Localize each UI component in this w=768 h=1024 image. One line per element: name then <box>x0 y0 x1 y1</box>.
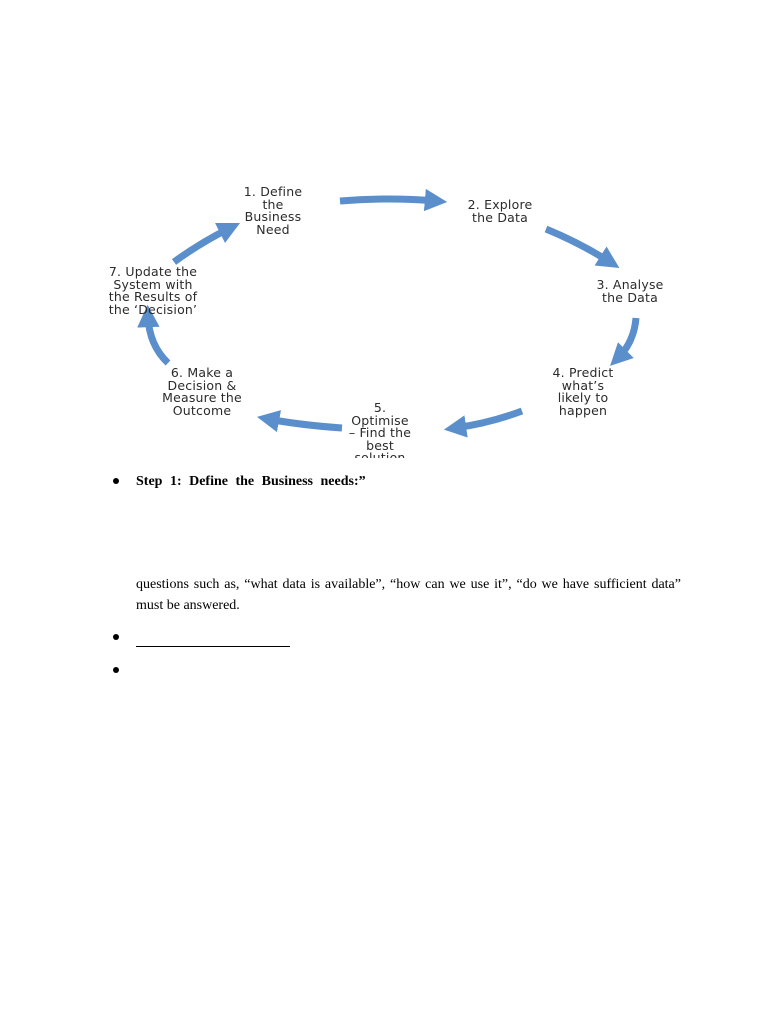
bullet-2 <box>113 634 119 640</box>
step-5-label: 5. Optimise – Find the best solution <box>348 402 412 458</box>
blank-underline <box>136 646 290 647</box>
arrow-3-to-4 <box>610 317 640 366</box>
bullet-3 <box>113 667 119 673</box>
step-1-label: 1. Define the Business Need <box>243 184 303 237</box>
arrow-6-to-7 <box>137 304 171 366</box>
arrow-7-to-1 <box>171 222 241 265</box>
step-6-label: 6. Make a Decision & Measure the Outcome <box>162 365 242 418</box>
step-7-label: 7. Update the System with the Results of… <box>108 264 198 317</box>
arrow-1-to-2 <box>339 188 448 212</box>
bullet-1 <box>113 478 119 484</box>
step-3-label: 3. Analyse the Data <box>596 277 664 305</box>
arrow-4-to-5 <box>443 407 524 438</box>
analytics-cycle-diagram: 1. Define the Business Need 2. Explore t… <box>0 0 768 470</box>
cycle-arrows <box>137 188 640 438</box>
arrow-5-to-6 <box>256 410 343 433</box>
arrow-2-to-3 <box>544 225 620 268</box>
step-2-label: 2. Explore the Data <box>467 197 533 225</box>
body-paragraph: questions such as, “what data is availab… <box>136 577 681 613</box>
step-1-heading: Step 1: Define the Business needs:” <box>136 474 366 489</box>
step-4-label: 4. Predict what’s likely to happen <box>552 365 614 418</box>
